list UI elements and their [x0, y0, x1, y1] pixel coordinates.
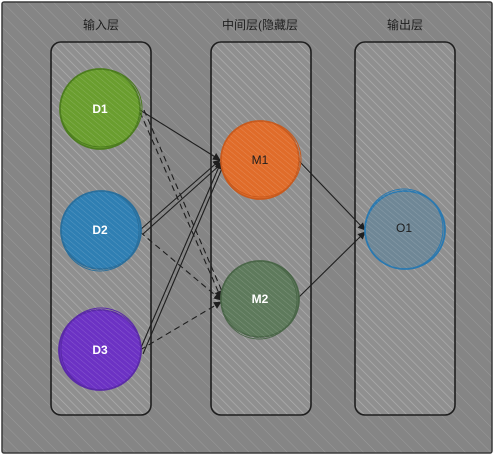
output-layer-title: 输出层 [387, 17, 423, 32]
input-layer-title: 输入层 [83, 17, 119, 32]
node-d3: D3 [58, 307, 142, 391]
node-o1: O1 [364, 188, 446, 270]
node-d2-label: D2 [92, 223, 108, 237]
node-m2-sketch [220, 260, 298, 340]
node-d1-sketch [59, 68, 143, 148]
node-d2-sketch [60, 190, 140, 272]
edge-d2-m1-b [142, 163, 222, 235]
edge-m1-o1 [297, 159, 366, 231]
node-m2-label: M2 [252, 292, 269, 306]
node-d1-label: D1 [92, 102, 108, 116]
node-o1-sketch [364, 188, 444, 270]
edge-d1-m2-b [143, 109, 225, 297]
node-m1-sketch [220, 120, 302, 198]
edge-d3-m2 [139, 301, 222, 351]
node-o1-label: O1 [396, 221, 412, 235]
edge-d3-m1 [139, 161, 222, 351]
edge-d3-m1-b [142, 165, 224, 355]
node-d3-label: D3 [92, 343, 108, 357]
edge-d1-m2 [139, 111, 222, 299]
edge-m2-o1 [297, 231, 366, 299]
node-d2: D2 [60, 190, 142, 272]
hidden-layer-column [210, 41, 312, 416]
node-d1: D1 [59, 68, 143, 150]
node-m2: M2 [220, 260, 300, 340]
node-m1-label: M1 [252, 153, 269, 167]
edges [139, 109, 366, 355]
node-m1: M1 [220, 120, 302, 200]
edge-d2-m2 [139, 231, 222, 301]
hidden-layer-title: 中间层(隐藏层 [222, 17, 298, 32]
edge-d1-m1 [139, 109, 221, 161]
nodes: D1 D2 D3 M1 M2 O1 [58, 68, 446, 391]
node-d3-sketch [60, 307, 142, 391]
